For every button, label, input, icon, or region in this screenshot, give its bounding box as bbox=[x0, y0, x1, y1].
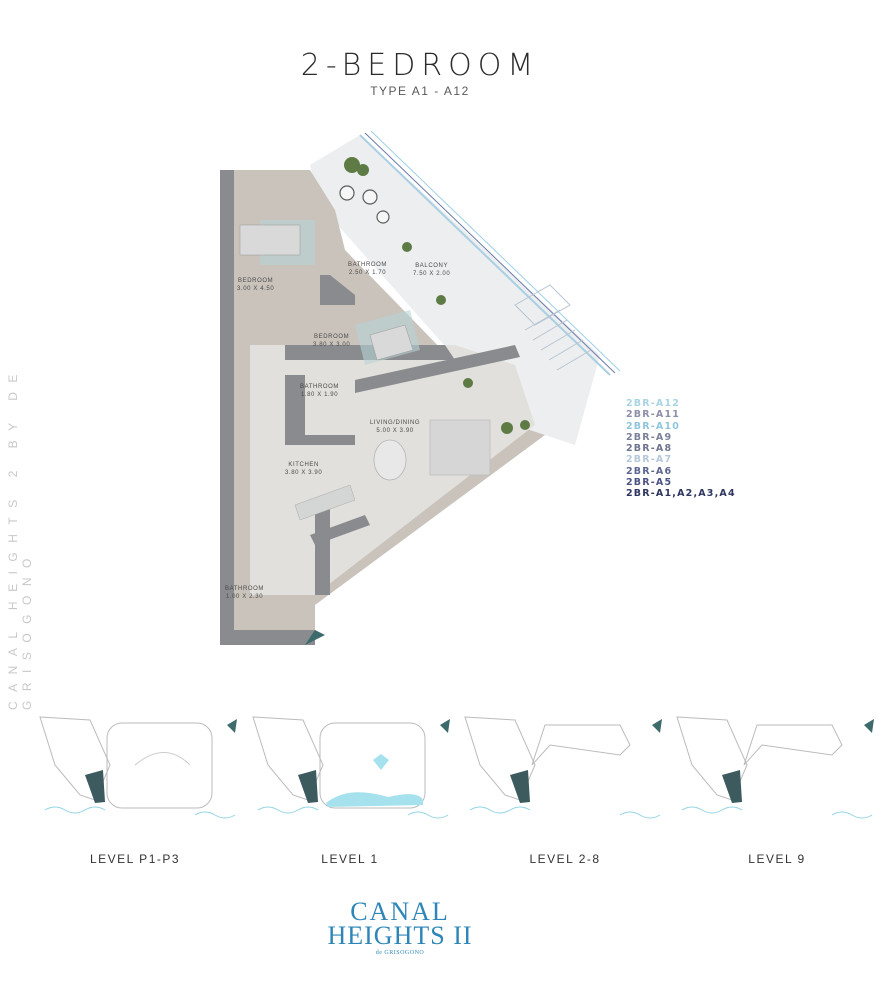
level-label: LEVEL P1-P3 bbox=[89, 852, 181, 866]
floor-plan-drawing bbox=[220, 130, 621, 645]
floor-plan: BEDROOM 3.00 X 4.50 BATHROOM 2.50 X 1.70… bbox=[215, 125, 720, 665]
highlighted-unit bbox=[722, 770, 742, 803]
north-arrow-icon bbox=[440, 719, 450, 733]
highlighted-unit bbox=[510, 770, 530, 803]
brand-logo: CANAL HEIGHTS II de GRISOGONO bbox=[327, 897, 473, 957]
room-kitchen: KITCHEN 3.80 X 3.90 bbox=[285, 462, 323, 476]
room-bedroom-2: BEDROOM 3.80 X 3.00 bbox=[313, 334, 351, 348]
page-subtitle: TYPE A1 - A12 bbox=[370, 84, 470, 98]
page-title: 2-BEDROOM bbox=[300, 48, 540, 83]
north-arrow-icon bbox=[305, 630, 325, 645]
legend-item: 2BR-A6 bbox=[626, 465, 673, 477]
unit-type-legend: 2BR-A12 2BR-A11 2BR-A10 2BR-A9 2BR-A8 2B… bbox=[626, 398, 736, 500]
legend-item: 2BR-A11 bbox=[626, 409, 681, 421]
highlighted-unit bbox=[85, 770, 105, 803]
north-arrow-icon bbox=[227, 719, 237, 733]
keyplan-level-2-8 bbox=[460, 705, 670, 830]
legend-item: 2BR-A12 bbox=[626, 398, 681, 409]
room-bathroom-1: BATHROOM 2.50 X 1.70 bbox=[348, 262, 388, 276]
highlighted-unit bbox=[298, 770, 318, 803]
level-label: LEVEL 9 bbox=[748, 852, 806, 866]
legend-item: 2BR-A1,A2,A3,A4 bbox=[626, 488, 736, 500]
room-bedroom-1: BEDROOM 3.00 X 4.50 bbox=[237, 278, 275, 292]
legend-item: 2BR-A8 bbox=[626, 443, 673, 455]
legend-item: 2BR-A10 bbox=[626, 420, 681, 432]
level-label: LEVEL 2-8 bbox=[529, 852, 601, 866]
north-arrow-icon bbox=[652, 719, 662, 733]
room-bathroom-3: BATHROOM 1.00 X 2.30 bbox=[225, 586, 265, 600]
level-label: LEVEL 1 bbox=[321, 852, 379, 866]
vertical-brand-text: CANAL HEIGHTS 2 BY DE GRISOGONO bbox=[6, 365, 34, 710]
north-arrow-icon bbox=[864, 719, 874, 733]
room-living-dining: LIVING/DINING 5.00 X 3.90 bbox=[370, 420, 421, 434]
room-balcony: BALCONY 7.50 X 2.00 bbox=[413, 263, 451, 277]
legend-item: 2BR-A9 bbox=[626, 431, 673, 443]
keyplan-level-9 bbox=[672, 705, 882, 830]
keyplan-level-1 bbox=[248, 705, 458, 830]
room-bathroom-2: BATHROOM 1.80 X 1.90 bbox=[300, 384, 340, 398]
legend-item: 2BR-A5 bbox=[626, 477, 673, 489]
legend-item: 2BR-A7 bbox=[626, 454, 673, 466]
keyplan-level-p1-p3 bbox=[35, 705, 245, 830]
